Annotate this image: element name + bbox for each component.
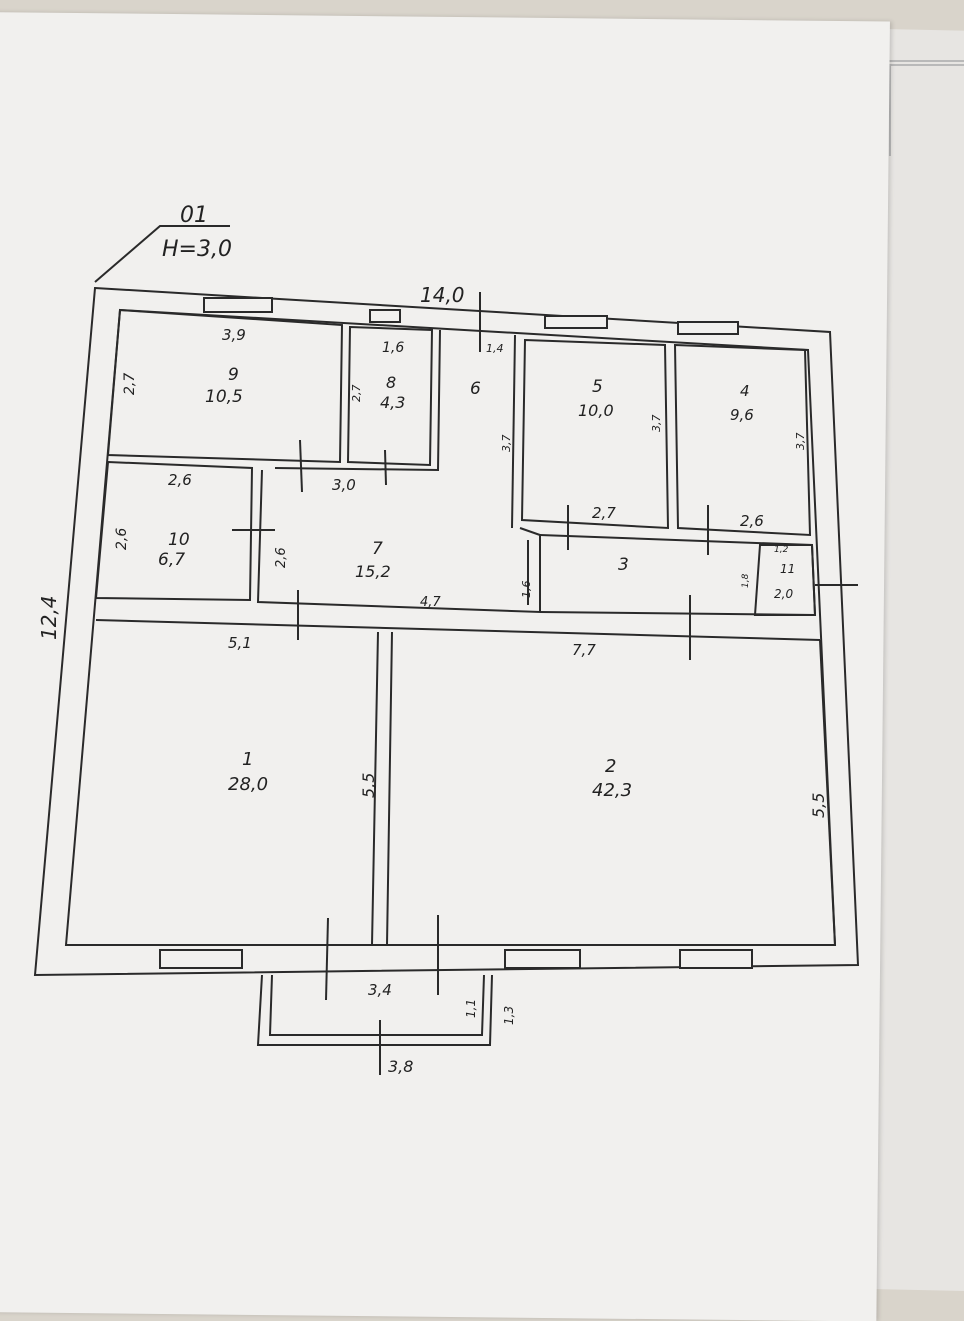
dim-r2-w: 7,7 (572, 641, 596, 659)
room-6-number: 6 (470, 379, 481, 399)
room-5-area: 10,0 (578, 401, 614, 420)
room-7-area: 15,2 (355, 562, 391, 581)
dim-r2-h: 5,5 (809, 793, 828, 818)
wall-room-11 (753, 544, 817, 616)
floor-plan: 01 H=3,0 14,0 12,4 9 10,5 8 4,3 6 5 10,0… (33, 203, 860, 1076)
room-7-number: 7 (372, 539, 383, 559)
dim-r3-h: 1,6 (520, 581, 533, 599)
dim-r7-top: 3,0 (332, 476, 356, 494)
window-icon (679, 949, 753, 969)
dim-r8-h: 2,7 (350, 385, 363, 403)
dim-porch-d2: 1,3 (502, 1006, 516, 1025)
dim-r9-w: 3,9 (222, 326, 246, 344)
room-8-area: 4,3 (380, 393, 405, 412)
room-1-area: 28,0 (228, 774, 268, 795)
dim-r9-h: 2,7 (122, 373, 138, 395)
wall-room-5 (520, 338, 670, 530)
dim-porch-outer: 3,8 (388, 1057, 413, 1076)
dim-r10-h: 2,6 (114, 528, 130, 550)
dim-r7-h: 2,6 (274, 547, 289, 568)
porch-outline (256, 974, 493, 1046)
wall-room-10 (94, 460, 254, 602)
window-icon (544, 315, 608, 329)
window-icon (159, 949, 243, 969)
overall-width-dim: 14,0 (420, 283, 465, 307)
room-8-number: 8 (386, 373, 396, 392)
room-11-area: 2,0 (774, 587, 793, 601)
wall-room-6 (274, 329, 441, 472)
dim-r4-w: 2,6 (740, 512, 764, 530)
wall-room-9 (106, 308, 344, 464)
wall-partition-1-2 (371, 631, 393, 946)
room-10-area: 6,7 (158, 550, 185, 570)
room-4-number: 4 (740, 382, 750, 400)
dim-r1-w: 5,1 (228, 634, 252, 652)
room-4-area: 9,6 (730, 406, 754, 424)
dim-r11-h: 1,2 (774, 545, 789, 555)
room-2-number: 2 (605, 756, 616, 777)
dim-r8-w: 1,6 (382, 340, 404, 356)
plan-label: 01 (180, 203, 208, 228)
dim-r7-bottom: 4,7 (420, 595, 441, 610)
room-11-number: 11 (780, 562, 795, 576)
room-1-number: 1 (242, 749, 253, 770)
wall-room-7 (256, 469, 541, 614)
walls (33, 225, 860, 1046)
room-5-number: 5 (592, 377, 603, 397)
window-icon (369, 309, 401, 323)
room-3-number: 3 (618, 555, 629, 575)
dim-r5-h: 3,7 (650, 415, 663, 433)
label-leader (94, 225, 230, 283)
dim-r5-w: 2,7 (592, 504, 616, 522)
dim-r6-h: 3,7 (500, 435, 513, 453)
wall-room-4 (673, 343, 812, 537)
room-9-number: 9 (228, 365, 239, 385)
dim-r6-w: 1,4 (486, 342, 504, 355)
dim-r1-h: 5,5 (359, 773, 378, 798)
room-10-number: 10 (168, 530, 190, 550)
dim-porch-inner: 3,4 (368, 981, 392, 999)
wall-room-8 (346, 325, 434, 467)
dim-r11-w: 1,8 (741, 573, 751, 588)
room-2-area: 42,3 (592, 780, 632, 801)
window-icon (677, 321, 739, 335)
dim-r10-w: 2,6 (168, 471, 192, 489)
overall-depth-dim: 12,4 (37, 595, 61, 640)
outer-wall-outline (33, 286, 860, 977)
height-label: H=3,0 (162, 237, 232, 262)
dim-porch-d1: 1,1 (464, 999, 478, 1018)
door-marks (232, 292, 858, 1075)
room-9-area: 10,5 (205, 387, 243, 407)
dim-r4-h: 3,7 (794, 433, 807, 451)
window-icon (203, 297, 273, 313)
window-icon (504, 949, 581, 969)
windows (159, 297, 753, 969)
inner-wall-outline (64, 308, 837, 946)
